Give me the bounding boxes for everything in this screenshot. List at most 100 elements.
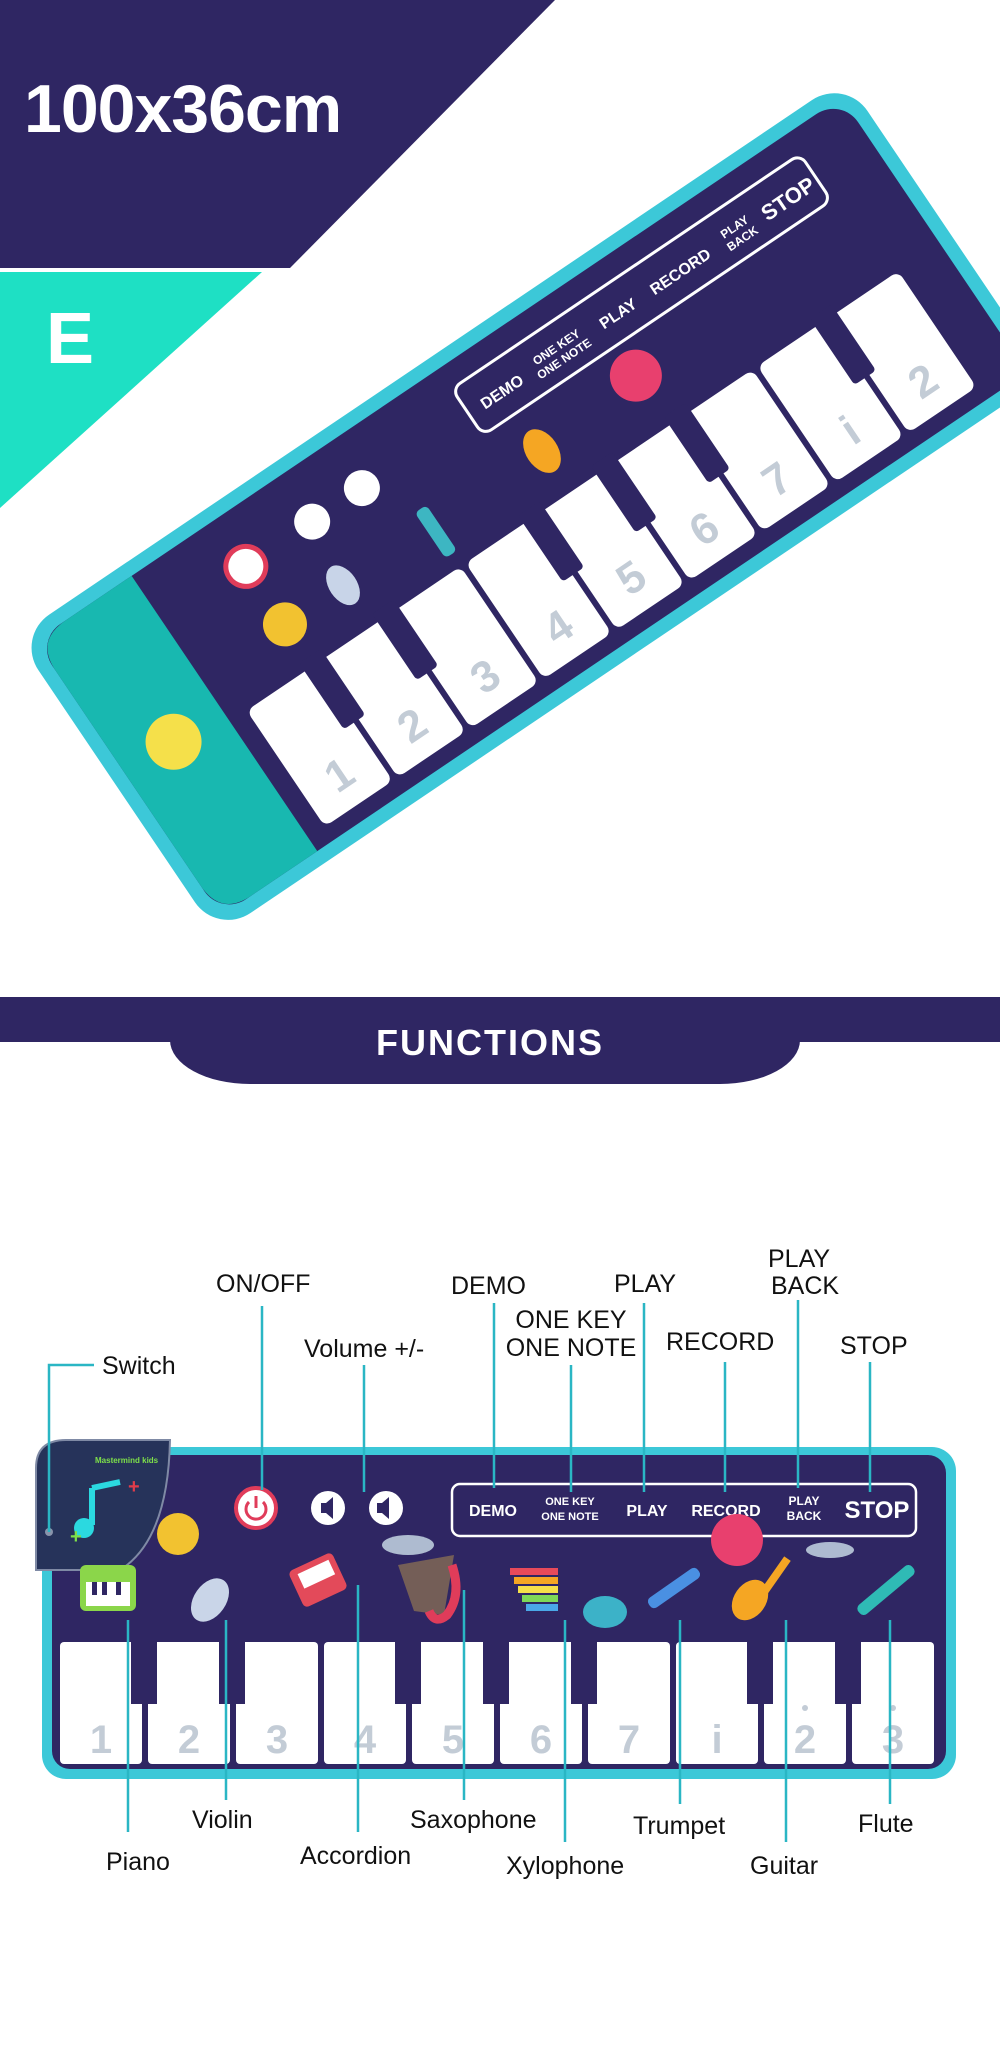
key-number: 1: [90, 1718, 112, 1762]
play-button-label: PLAY: [626, 1503, 668, 1520]
stop-button-label: STOP: [845, 1497, 910, 1524]
brand-logo: Mastermind kids: [95, 1456, 159, 1465]
piano-key: [412, 1642, 494, 1764]
piano-key: [588, 1642, 670, 1764]
guitar-label: Guitar: [750, 1852, 819, 1880]
play-back-button-label: PLAY: [789, 1494, 820, 1508]
black-key: [835, 1642, 861, 1704]
play-back-button-label-2: BACK: [787, 1509, 822, 1523]
play-back-label-2: BACK: [771, 1272, 840, 1300]
guitar-icon: [731, 1579, 769, 1621]
demo-label: DEMO: [451, 1272, 526, 1300]
planet-icon: [157, 1513, 199, 1555]
one-key-label: ONE KEY: [515, 1306, 627, 1334]
black-key: [219, 1642, 245, 1704]
xylophone-label: Xylophone: [506, 1852, 625, 1880]
demo-button-label: DEMO: [469, 1503, 517, 1520]
one-note-button-label: ONE NOTE: [541, 1511, 598, 1523]
size-banner-shape: [0, 0, 555, 268]
piano-key: [852, 1642, 934, 1764]
piano-key: [324, 1642, 406, 1764]
product-hero: 1 2 3 4 5 6 7 i 2 DEMO ONE KEY ONE NOTE …: [0, 0, 1000, 1000]
piano-label: Piano: [106, 1848, 170, 1876]
functions-band: [0, 997, 1000, 1042]
tilted-volume-up-button: [343, 470, 380, 507]
xylophone-icon: [510, 1568, 558, 1611]
planet-icon: [609, 349, 662, 402]
stop-label: STOP: [840, 1332, 908, 1360]
black-key: [395, 1642, 421, 1704]
speaker-module: [35, 1439, 172, 1571]
black-key: [747, 1642, 773, 1704]
tilted-control-panel: [454, 156, 829, 433]
record-label: RECORD: [666, 1328, 775, 1356]
note-icon: [145, 713, 202, 770]
key-number: 2: [794, 1718, 816, 1762]
black-key: [131, 1642, 157, 1704]
plus-icon: +: [128, 1476, 140, 1498]
flute-label: Flute: [858, 1810, 914, 1838]
flute-icon: [857, 1564, 915, 1616]
trumpet-icon: [647, 1567, 701, 1609]
ufo-light-beam: [398, 1555, 454, 1615]
music-note-icon: [89, 1479, 121, 1525]
tilted-play-mat: 1 2 3 4 5 6 7 i 2 DEMO ONE KEY ONE NOTE …: [31, 93, 1000, 920]
saxophone-icon: [424, 1563, 461, 1624]
ufo-icon: [806, 1542, 854, 1558]
key-number: 5: [442, 1718, 464, 1762]
size-label: 100x36cm: [24, 71, 342, 147]
piano-key: [148, 1642, 230, 1764]
on-off-label: ON/OFF: [216, 1270, 311, 1298]
switch-label: Switch: [102, 1352, 176, 1380]
key-number: 6: [530, 1718, 552, 1762]
black-key: [571, 1642, 597, 1704]
flute-icon: [416, 506, 456, 557]
piano-key: [500, 1642, 582, 1764]
variant-label: E: [46, 299, 95, 379]
tilted-volume-down-button: [294, 503, 331, 540]
black-key: [483, 1642, 509, 1704]
piano-key: [764, 1642, 846, 1764]
planet-icon: [711, 1514, 763, 1566]
one-note-label: ONE NOTE: [505, 1334, 637, 1362]
functions-banner-tab: [170, 1040, 800, 1084]
tilted-keys: [249, 274, 974, 824]
piano-key: [236, 1642, 318, 1764]
key-number: 3: [266, 1718, 288, 1762]
key-octave-dots: [802, 1705, 896, 1711]
key-number: 4: [354, 1718, 377, 1762]
tilted-power-button: [223, 543, 269, 589]
violin-icon: [190, 1578, 230, 1622]
volume-label: Volume +/-: [304, 1335, 425, 1363]
power-icon: [244, 1500, 268, 1521]
piano-key: [60, 1642, 142, 1764]
one-key-button-label: ONE KEY: [545, 1496, 595, 1508]
volume-up-icon: [377, 1497, 389, 1519]
key-number: i: [711, 1718, 722, 1762]
ufo-icon: [382, 1535, 434, 1555]
piano-keys: [60, 1642, 934, 1764]
key-number: 7: [618, 1718, 640, 1762]
key-number: 3: [882, 1718, 904, 1762]
hero-graphic: 1 2 3 4 5 6 7 i 2 DEMO ONE KEY ONE NOTE …: [0, 0, 1000, 920]
play-back-label: PLAY: [768, 1245, 831, 1273]
plus-icon: +: [70, 1526, 82, 1548]
control-panel: [450, 1482, 918, 1538]
variant-banner-shape: [0, 272, 262, 508]
trumpet-label: Trumpet: [633, 1812, 726, 1840]
accordion-label: Accordion: [300, 1842, 412, 1870]
violin-label: Violin: [192, 1806, 253, 1834]
helmet-icon: [583, 1596, 627, 1628]
play-label: PLAY: [614, 1270, 677, 1298]
guitar-icon: [523, 429, 561, 473]
planet-icon: [262, 602, 307, 647]
switch-callout-line: [47, 1363, 94, 1532]
piano-key: [676, 1642, 758, 1764]
violin-icon: [326, 565, 360, 606]
functions-title: FUNCTIONS: [376, 1022, 604, 1063]
volume-down-icon: [321, 1497, 333, 1519]
callout-lines: [47, 1300, 892, 1842]
saxophone-label: Saxophone: [410, 1806, 537, 1834]
key-number: 2: [178, 1718, 200, 1762]
